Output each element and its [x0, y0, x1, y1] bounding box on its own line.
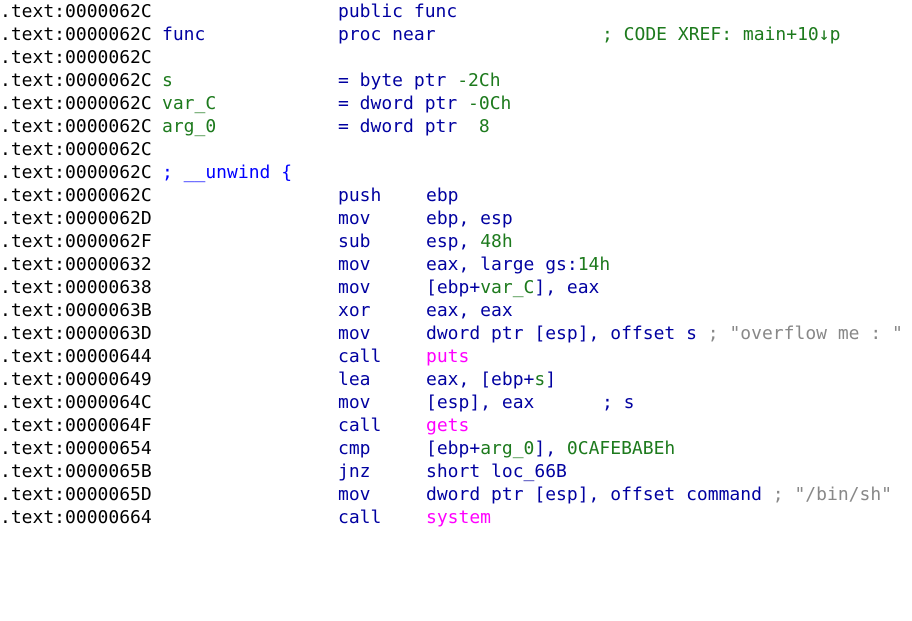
instruction-mnemonic: mov	[338, 392, 371, 413]
line-address: .text:00000654	[0, 438, 152, 459]
line-address: .text:0000062C	[0, 70, 152, 91]
listing-line[interactable]: .text:0000063D mov dword ptr [esp], offs…	[0, 322, 912, 345]
instruction-mnemonic: mov	[338, 277, 371, 298]
listing-line[interactable]: .text:00000654 cmp [ebp+arg_0], 0CAFEBAB…	[0, 437, 912, 460]
listing-line[interactable]: .text:0000063B xor eax, eax	[0, 299, 912, 322]
instruction-operands: ebp, esp	[426, 208, 513, 229]
instruction-operands: eax, [ebp+s]	[426, 369, 557, 390]
line-address: .text:0000062D	[0, 208, 152, 229]
stack-var-label[interactable]: var_C	[162, 93, 217, 114]
line-address: .text:0000062C	[0, 1, 152, 22]
listing-line[interactable]: .text:0000062C	[0, 138, 912, 161]
public-declaration: public func	[338, 1, 458, 22]
listing-line[interactable]: .text:0000062C public func	[0, 0, 912, 23]
stack-var-reference[interactable]: var_C	[480, 277, 535, 298]
listing-line[interactable]: .text:00000632 mov eax, large gs:14h	[0, 253, 912, 276]
line-address: .text:0000063B	[0, 300, 152, 321]
instruction-operands: dword ptr [esp], offset command ; "/bin/…	[426, 484, 893, 505]
listing-line[interactable]: .text:0000062D mov ebp, esp	[0, 207, 912, 230]
instruction-mnemonic: call	[338, 415, 382, 436]
stack-var-reference[interactable]: s	[534, 369, 546, 390]
line-address: .text:0000062C	[0, 93, 152, 114]
line-address: .text:00000632	[0, 254, 152, 275]
line-address: .text:0000064C	[0, 392, 152, 413]
instruction-mnemonic: call	[338, 346, 382, 367]
instruction-operands: dword ptr [esp], offset s ; "overflow me…	[426, 323, 903, 344]
listing-line[interactable]: .text:0000062C arg_0 = dword ptr 8	[0, 115, 912, 138]
function-name-label[interactable]: func	[162, 24, 206, 45]
instruction-operands[interactable]: short loc_66B	[426, 460, 567, 483]
line-address: .text:0000063D	[0, 323, 152, 344]
instruction-operands: puts	[426, 345, 469, 368]
line-address: .text:00000649	[0, 369, 152, 390]
listing-line[interactable]: .text:0000065B jnz short loc_66B	[0, 460, 912, 483]
instruction-operands: [ebp+arg_0], 0CAFEBABEh	[426, 438, 676, 459]
line-address: .text:0000062C	[0, 47, 152, 68]
instruction-operands: gets	[426, 414, 469, 437]
unwind-marker: ; __unwind {	[162, 162, 293, 183]
listing-line[interactable]: .text:0000065D mov dword ptr [esp], offs…	[0, 483, 912, 506]
line-address: .text:0000064F	[0, 415, 152, 436]
instruction-mnemonic: mov	[338, 323, 371, 344]
line-address: .text:0000062F	[0, 231, 152, 252]
instruction-mnemonic: call	[338, 507, 382, 528]
import-call-target[interactable]: system	[426, 507, 492, 528]
stack-var-label[interactable]: s	[162, 70, 173, 91]
listing-line[interactable]: .text:00000649 lea eax, [ebp+s]	[0, 368, 912, 391]
stack-arg-definition: = dword ptr 8	[338, 116, 490, 137]
listing-line[interactable]: .text:0000062C	[0, 46, 912, 69]
instruction-operands: [ebp+var_C], eax	[426, 277, 600, 298]
listing-line[interactable]: .text:00000664 call system	[0, 506, 912, 529]
line-address: .text:0000065B	[0, 461, 152, 482]
instruction-mnemonic: xor	[338, 300, 371, 321]
code-xref-comment[interactable]: ; CODE XREF: main+10↓p	[602, 24, 841, 45]
instruction-mnemonic: mov	[338, 254, 371, 275]
import-call-target[interactable]: puts	[426, 346, 470, 367]
line-address: .text:0000062C	[0, 139, 152, 160]
listing-line[interactable]: .text:0000064C mov [esp], eax ; s	[0, 391, 912, 414]
jump-target: short loc_66B	[426, 461, 567, 482]
instruction-operands: eax, large gs:14h	[426, 254, 611, 275]
listing-line[interactable]: .text:0000062C s = byte ptr -2Ch	[0, 69, 912, 92]
listing-line[interactable]: .text:0000064F call gets	[0, 414, 912, 437]
instruction-operands: eax, eax	[426, 300, 513, 321]
stack-var-definition: = dword ptr -0Ch	[338, 93, 512, 114]
instruction-mnemonic: cmp	[338, 438, 371, 459]
listing-line[interactable]: .text:0000062C ; __unwind {	[0, 161, 912, 184]
listing-line[interactable]: .text:00000644 call puts	[0, 345, 912, 368]
line-address: .text:0000062C	[0, 185, 152, 206]
line-address: .text:0000062C	[0, 116, 152, 137]
listing-line[interactable]: .text:0000062C func proc near ; CODE XRE…	[0, 23, 912, 46]
instruction-operands: ebp	[426, 185, 459, 206]
string-comment: ; "overflow me : "	[707, 323, 903, 344]
instruction-mnemonic: jnz	[338, 461, 371, 482]
line-address: .text:0000062C	[0, 162, 152, 183]
instruction-mnemonic: mov	[338, 208, 371, 229]
instruction-operands: [esp], eax	[426, 392, 535, 413]
string-comment: ; "/bin/sh"	[772, 484, 893, 505]
listing-line[interactable]: .text:0000062C var_C = dword ptr -0Ch	[0, 92, 912, 115]
disassembly-listing: .text:0000062C public func .text:0000062…	[0, 0, 912, 529]
listing-line[interactable]: .text:0000062C push ebp	[0, 184, 912, 207]
stack-arg-label[interactable]: arg_0	[162, 116, 217, 137]
instruction-mnemonic: lea	[338, 369, 371, 390]
listing-line[interactable]: .text:00000638 mov [ebp+var_C], eax	[0, 276, 912, 299]
proc-declaration: proc near	[338, 24, 436, 45]
instruction-operands: esp, 48h	[426, 231, 513, 252]
line-address: .text:00000638	[0, 277, 152, 298]
line-address: .text:0000065D	[0, 484, 152, 505]
instruction-mnemonic: push	[338, 185, 382, 206]
line-address: .text:00000644	[0, 346, 152, 367]
instruction-mnemonic: mov	[338, 484, 371, 505]
instruction-mnemonic: sub	[338, 231, 371, 252]
immediate-value: 0CAFEBABEh	[566, 438, 676, 459]
stack-var-definition: = byte ptr -2Ch	[338, 70, 501, 91]
stack-arg-reference[interactable]: arg_0	[480, 438, 535, 459]
listing-line[interactable]: .text:0000062F sub esp, 48h	[0, 230, 912, 253]
line-address: .text:00000664	[0, 507, 152, 528]
instruction-operands: system	[426, 506, 491, 529]
line-address: .text:0000062C	[0, 24, 152, 45]
arg-comment: ; s	[602, 392, 635, 413]
import-call-target[interactable]: gets	[426, 415, 470, 436]
